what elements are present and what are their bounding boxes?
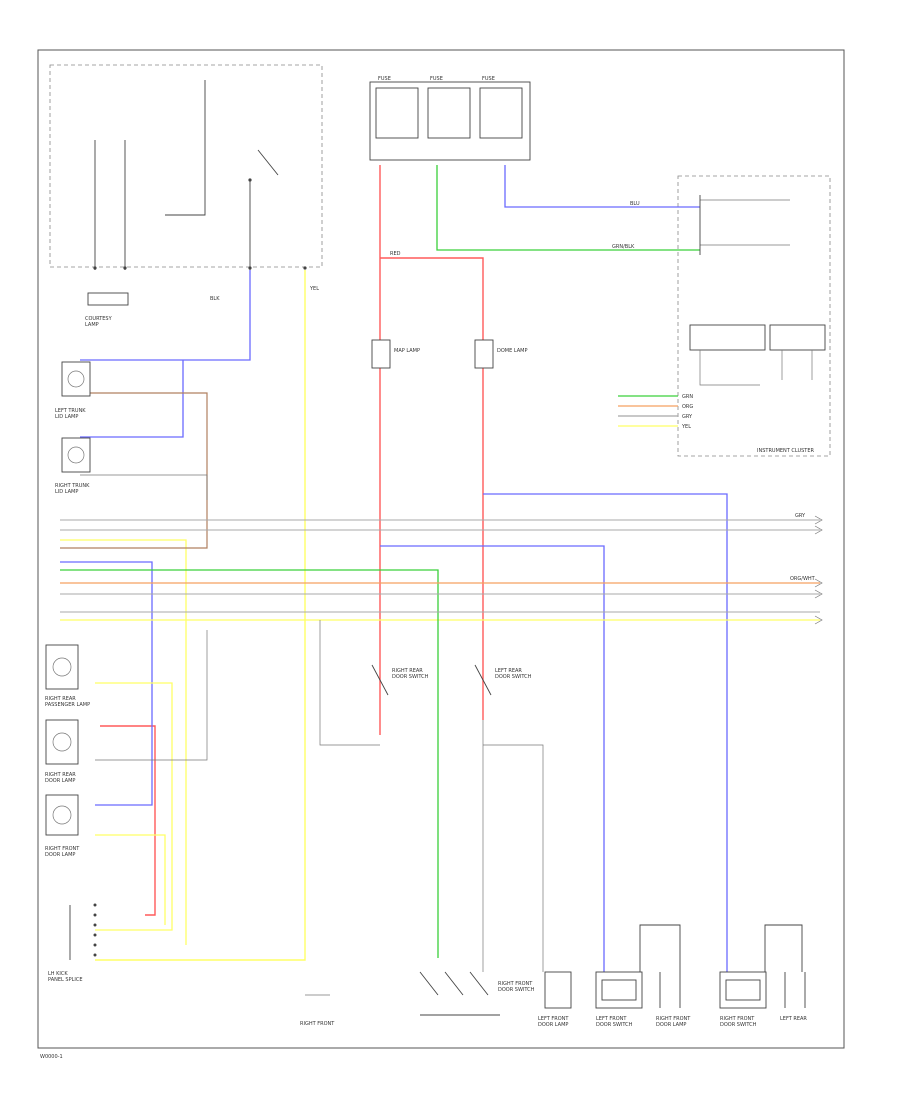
wire-label-gry: GRY xyxy=(795,513,806,519)
wire-blue-mid-2 xyxy=(380,545,605,972)
led-label-yel: YEL xyxy=(681,424,691,430)
wire-green-top xyxy=(436,165,700,251)
wire-blue-left-1 xyxy=(80,270,251,361)
wire-black-door-2 xyxy=(764,924,803,972)
led-label-org: ORG xyxy=(682,404,693,410)
rear-right-door-lamp-bottom: LEFT REAR xyxy=(780,972,807,1022)
wire-black-mid xyxy=(319,620,380,746)
wire-blue-top xyxy=(504,165,700,208)
fuse-label-2: FUSE xyxy=(430,76,443,82)
footer-code: W0000-1 xyxy=(40,1054,63,1060)
diagram-frame xyxy=(37,49,845,1049)
wire-blue-left-2 xyxy=(80,360,184,438)
wire-red-lower xyxy=(100,725,156,916)
map-lamp-label: MAP LAMP xyxy=(394,348,420,354)
fuse-block: FUSE FUSE FUSE xyxy=(369,76,531,161)
wire-green-lower xyxy=(60,569,439,958)
right-connector-arrows xyxy=(814,515,823,625)
wire-label-red: RED xyxy=(390,251,401,257)
wire-label-blu: BLU xyxy=(630,201,640,207)
wire-label-blk: BLK xyxy=(210,296,220,302)
wire-label-grn: GRN/BLK xyxy=(612,244,635,250)
led-label-grn: GRN xyxy=(682,394,693,400)
wire-yellow-horiz xyxy=(60,539,187,945)
bottom-left-module: RIGHT FRONT xyxy=(300,994,335,1027)
cluster-led-legend: GRN ORG GRY YEL xyxy=(618,394,693,430)
wire-label-org: ORG/WHT xyxy=(790,576,816,582)
wire-label-yel: YEL xyxy=(309,286,319,292)
led-label-gry: GRY xyxy=(682,414,693,420)
wire-black-right-1 xyxy=(483,744,544,972)
wire-blue-mid xyxy=(483,493,728,972)
wire-brown-left xyxy=(60,392,208,549)
map-lamp: MAP LAMP xyxy=(371,339,420,369)
wire-black-trunk xyxy=(80,474,208,500)
fuse-label-3: FUSE xyxy=(482,76,495,82)
wire-black-left xyxy=(95,630,208,761)
cluster-internals: INSTRUMENT CLUSTER xyxy=(689,195,826,454)
bottom-left-module-label: RIGHT FRONT xyxy=(300,1021,335,1027)
dome-lamp: DOME LAMP xyxy=(474,339,528,369)
upper-module-box xyxy=(49,64,323,268)
wire-yellow-lower-2 xyxy=(95,834,166,925)
wire-black-door-1 xyxy=(639,924,681,972)
wire-yellow-lower xyxy=(95,682,173,931)
courtesy-module xyxy=(93,80,307,270)
cluster-label: INSTRUMENT CLUSTER xyxy=(757,448,815,454)
rear-right-lamp-label: LEFT REAR xyxy=(780,1016,807,1022)
wire-red-bridge xyxy=(380,257,484,720)
instrument-cluster-box xyxy=(677,175,831,457)
dome-lamp-label: DOME LAMP xyxy=(497,348,528,354)
wire-yellow-main xyxy=(95,270,306,961)
fuse-label-1: FUSE xyxy=(378,76,391,82)
